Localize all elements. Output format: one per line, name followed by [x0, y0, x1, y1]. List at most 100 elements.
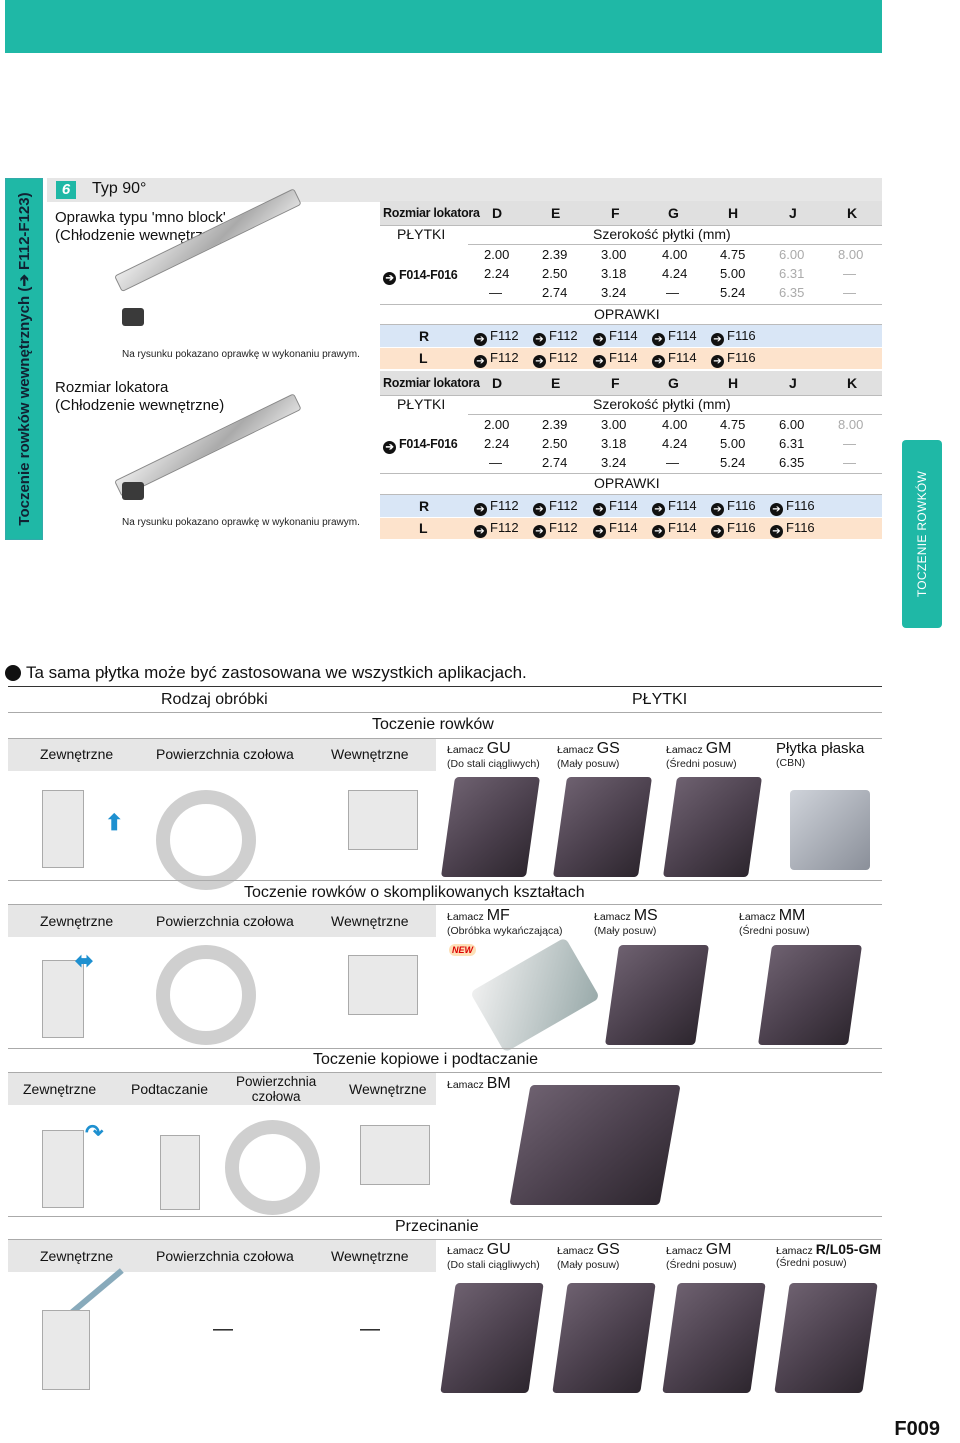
top-accent-bar [5, 0, 882, 53]
s3-czolowa-l2: czołowa [251, 1089, 301, 1104]
section2-note: Na rysunku pokazano oprawkę w wykonaniu … [122, 517, 360, 528]
t1-L-1[interactable]: F112 [490, 350, 519, 365]
s4-czolowa: Powierzchnia czołowa [156, 1248, 294, 1264]
t2-line2 [468, 414, 882, 415]
t2-R-6[interactable]: F116 [786, 498, 815, 513]
t2-L-6[interactable]: F116 [786, 520, 815, 535]
s3-illus-zew [42, 1130, 84, 1208]
t2-L-3[interactable]: F114 [609, 520, 638, 535]
t2-r2-J: 6.31 [779, 436, 805, 451]
t2-col-K: K [847, 375, 858, 391]
t1-L-2[interactable]: F112 [549, 350, 578, 365]
section2-title-line2: (Chłodzenie wewnętrzne) [55, 397, 225, 414]
t2-r3-K: — [843, 455, 856, 470]
t2-r2-G: 4.24 [662, 436, 688, 451]
section1-note: Na rysunku pokazano oprawkę w wykonaniu … [122, 349, 360, 360]
headline: Ta sama płytka może być zastosowana we w… [26, 663, 527, 682]
s4-desc-GS: (Mały posuw) [557, 1259, 620, 1271]
t2-R-5[interactable]: F116 [727, 498, 756, 513]
t1-L-4[interactable]: F114 [668, 350, 697, 365]
t1-r2-G: 4.24 [662, 266, 688, 281]
t2-line3 [380, 473, 882, 474]
s3-op-bg [8, 1073, 436, 1105]
t1-L-5[interactable]: F116 [727, 350, 756, 365]
t1-oprawki: OPRAWKI [594, 306, 660, 322]
rodzaj-header: Rodzaj obróbki [161, 691, 268, 708]
t1-r3-E: 2.74 [542, 285, 568, 300]
t1-line [380, 225, 882, 226]
s4-code-GU: GU [486, 1241, 511, 1258]
t2-r1-F: 3.00 [601, 417, 627, 432]
s3-zew: Zewnętrzne [23, 1081, 97, 1097]
divider [8, 1239, 882, 1240]
s3-wew: Wewnętrzne [349, 1081, 427, 1097]
t2-L-4[interactable]: F114 [668, 520, 697, 535]
s1-lam2: Łamacz [557, 744, 594, 756]
t1-R-3[interactable]: F114 [609, 328, 638, 343]
t1-r2-D: 2.24 [484, 266, 510, 281]
t2-L-1[interactable]: F112 [490, 520, 519, 535]
s2-desc-MF: (Obróbka wykańczająca) [447, 925, 563, 937]
t1-r2-K: — [843, 266, 856, 281]
t2-R-4[interactable]: F114 [668, 498, 697, 513]
t2-L-5[interactable]: F116 [727, 520, 756, 535]
s1-desc-GU: (Do stali ciągliwych) [447, 758, 540, 770]
t2-col-D: D [492, 375, 503, 391]
s2-czolowa: Powierzchnia czołowa [156, 913, 294, 929]
t1-R-5[interactable]: F116 [727, 328, 756, 343]
t1-r1-F: 3.00 [601, 247, 627, 262]
s4-title: Przecinanie [395, 1218, 479, 1235]
s2-code-MS: MS [633, 907, 658, 924]
s4-dash-czolowa: — [213, 1318, 233, 1340]
table1-header-bg [380, 201, 882, 225]
table2-loc-label: Rozmiar lokatora [383, 376, 480, 390]
t1-r3-J: 6.35 [779, 285, 805, 300]
t1-plytki: PŁYTKI [397, 226, 446, 242]
t1-col-E: E [551, 205, 561, 221]
s2-desc-MM: (Średni posuw) [739, 925, 810, 937]
section2-title: Rozmiar lokatora (Chłodzenie wewnętrzne) [55, 379, 224, 415]
s3-lam1: Łamacz [447, 1079, 484, 1091]
s4-dash-wew: — [360, 1318, 380, 1340]
insert-GU-image [440, 777, 541, 877]
t1-L-3[interactable]: F114 [609, 350, 638, 365]
insert-BM-image [509, 1085, 681, 1205]
right-tab[interactable]: TOCZENIE ROWKÓW [902, 440, 942, 628]
insert-GU-cut-image [440, 1283, 544, 1393]
type-header-bar [47, 178, 882, 202]
t2-r3-H: 5.24 [720, 455, 746, 470]
s4-wew: Wewnętrzne [331, 1248, 409, 1264]
insert-GM-image [662, 777, 763, 877]
type-number-badge: 6 [56, 181, 76, 199]
t2-r1-K: 8.00 [838, 417, 864, 432]
t2-row-L [380, 518, 882, 539]
t1-line4 [380, 324, 882, 325]
insert-RL05-image [774, 1283, 878, 1393]
side-tab: Toczenie rowków wewnętrznych (➔ F112-F12… [5, 178, 43, 540]
t2-line4 [380, 494, 882, 495]
t1-r1-D: 2.00 [484, 247, 510, 262]
t2-L-2[interactable]: F112 [549, 520, 578, 535]
t2-R-3[interactable]: F114 [609, 498, 638, 513]
s2-lam2: Łamacz [594, 911, 631, 923]
s2-illus-wew [348, 955, 418, 1015]
t1-col-J: J [789, 205, 797, 221]
t2-R-2[interactable]: F112 [549, 498, 578, 513]
t1-R-4[interactable]: F114 [668, 328, 697, 343]
t1-r1-J: 6.00 [779, 247, 805, 262]
divider [8, 738, 882, 739]
s3-czolowa-l1: Powierzchnia [236, 1074, 317, 1089]
s2-title: Toczenie rowków o skomplikowanych kształ… [244, 884, 585, 901]
s3-illus-wew [360, 1125, 430, 1185]
t2-R-1[interactable]: F112 [490, 498, 519, 513]
t2-r1-H: 4.75 [720, 417, 746, 432]
s1-czolowa: Powierzchnia czołowa [156, 746, 294, 762]
t1-R-2[interactable]: F112 [549, 328, 578, 343]
s1-op-bg [8, 739, 436, 771]
bullet-icon [5, 665, 21, 681]
section1-title-line2: (Chłodzenie wewnętrzne) [55, 227, 225, 244]
t1-R-1[interactable]: F112 [490, 328, 519, 343]
section2-title-line1: Rozmiar lokatora [55, 379, 169, 396]
s4-lam4: Łamacz [776, 1245, 813, 1257]
t2-r3-F: 3.24 [601, 455, 627, 470]
